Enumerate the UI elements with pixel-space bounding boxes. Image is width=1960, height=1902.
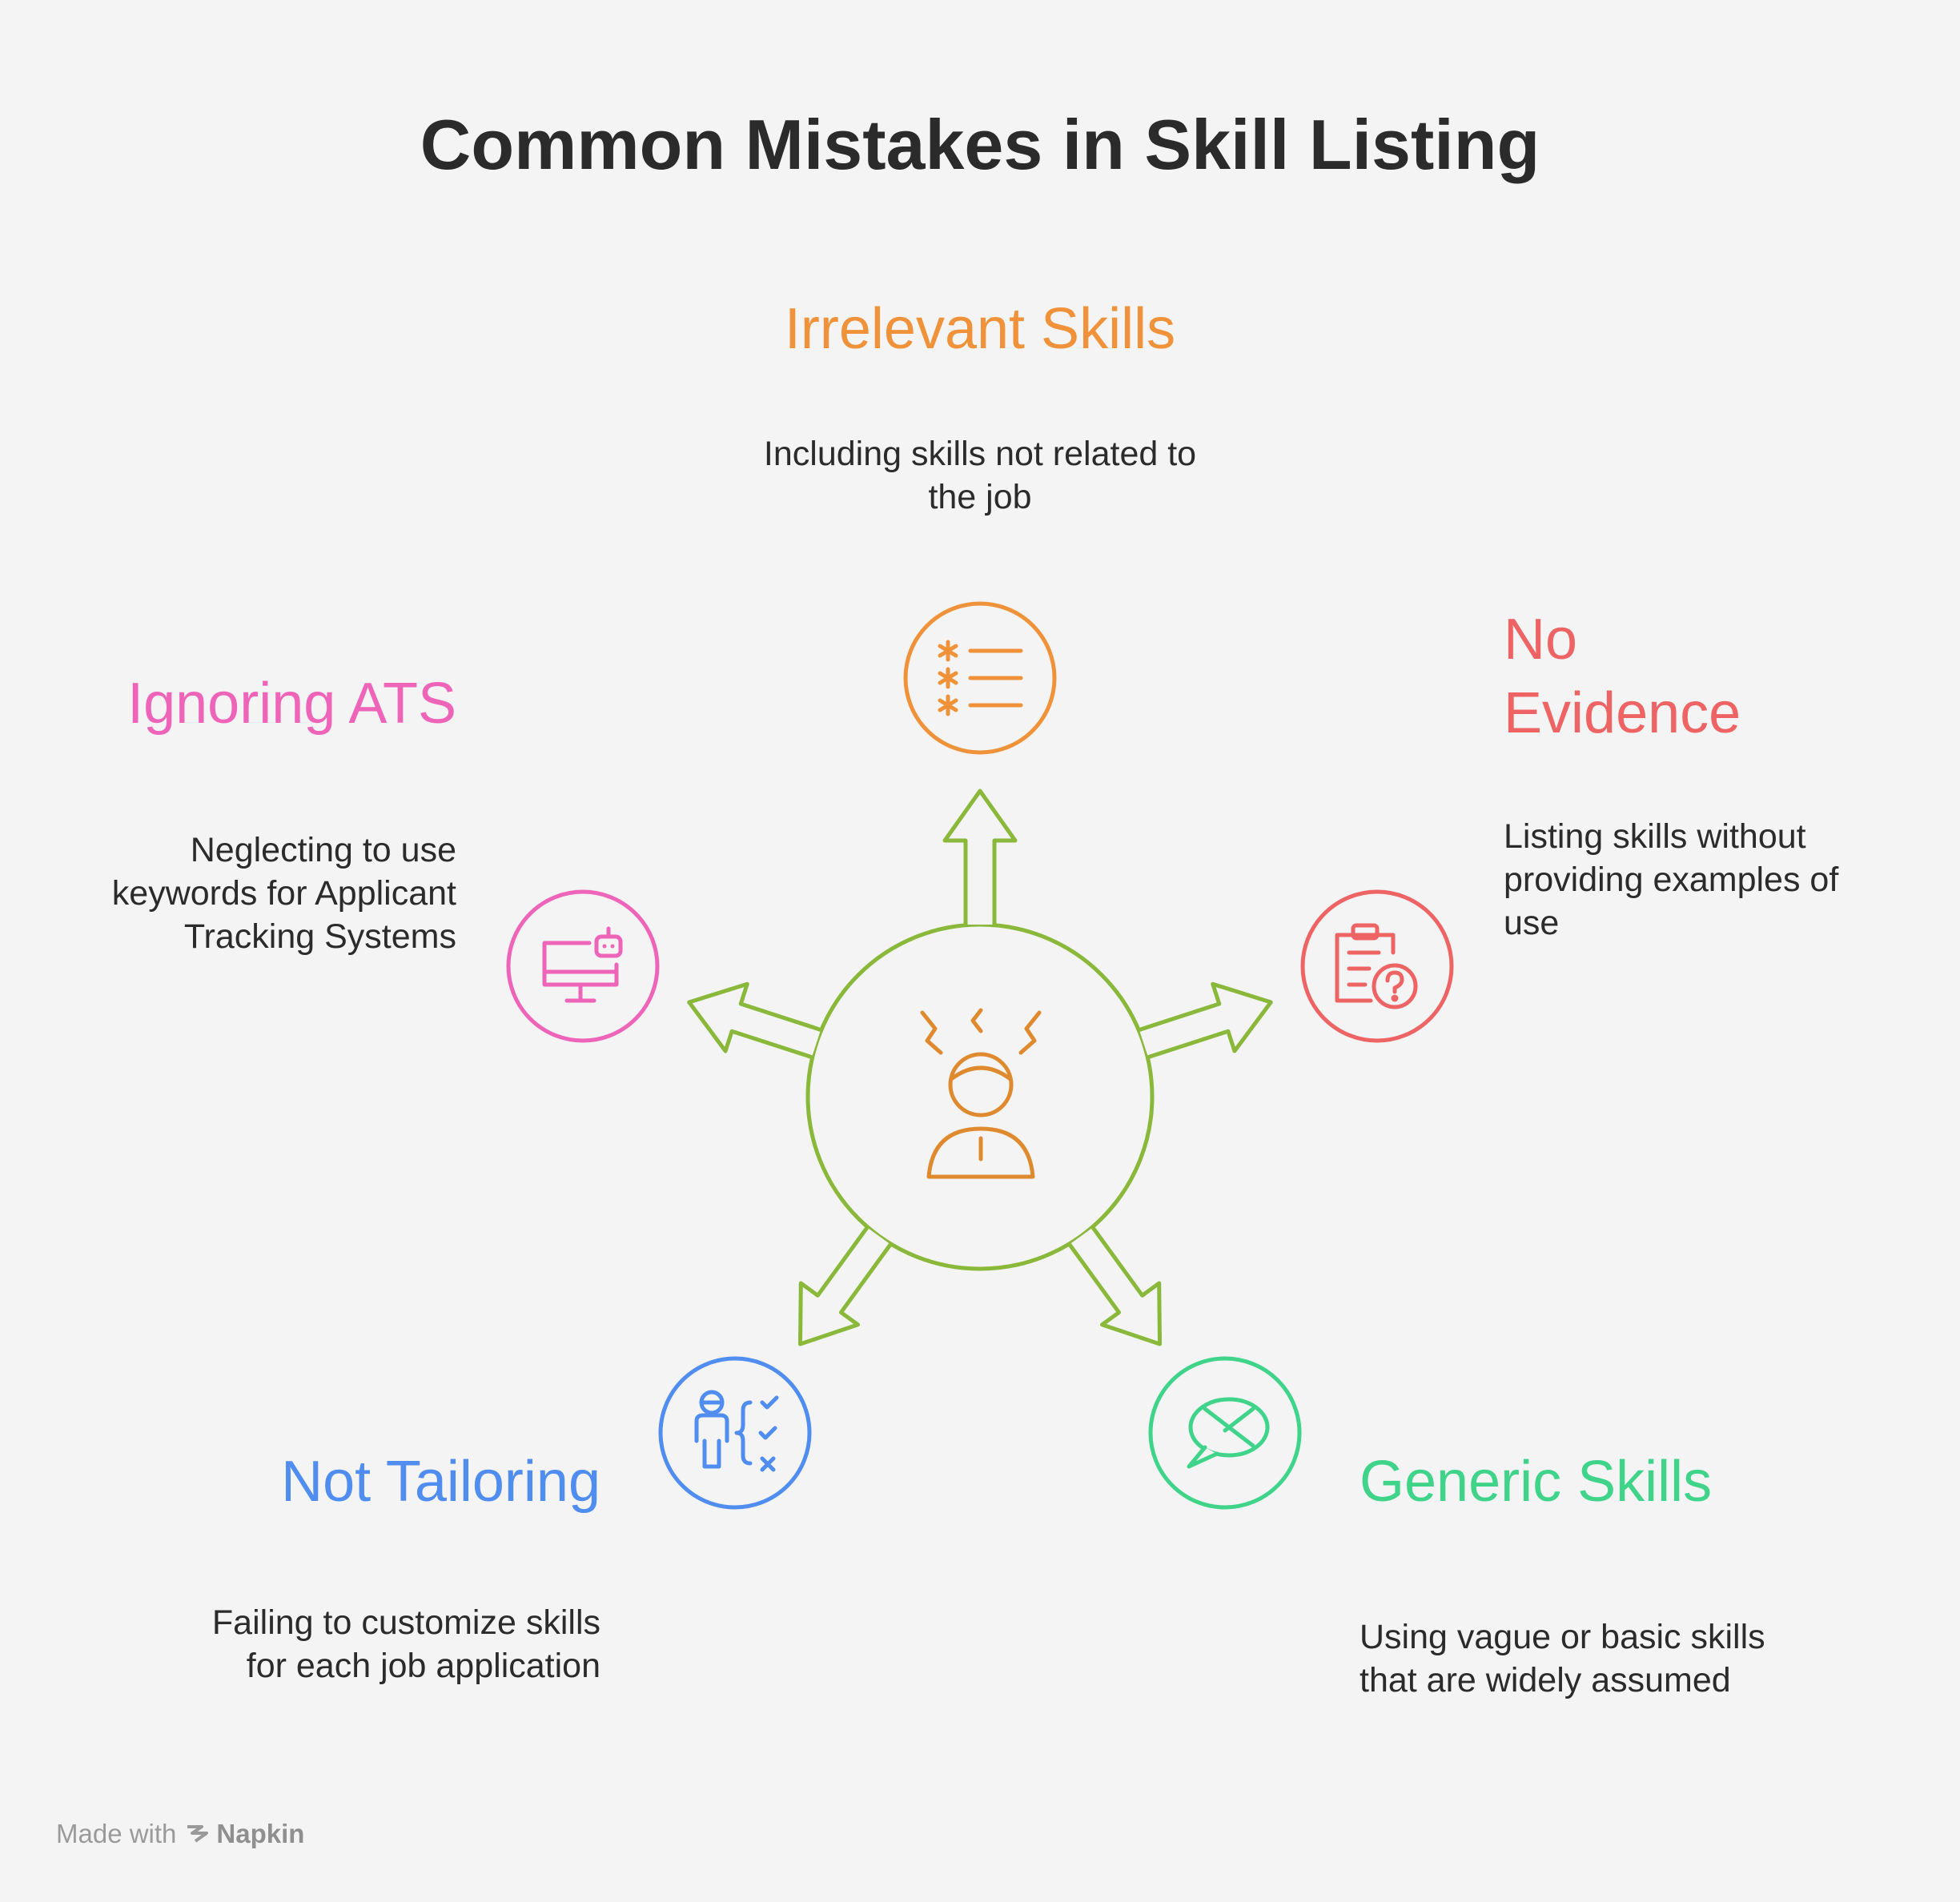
no-evidence-title: No Evidence [1504,608,1741,745]
person-checklist-icon [658,1356,812,1510]
napkin-brand: Napkin [186,1819,304,1849]
chat-cancel-icon [1148,1356,1302,1510]
arrow-left [687,981,821,1060]
ignoring-ats-description: Neglecting to use keywords for Applicant… [111,831,456,956]
clipboard-question-icon [1300,889,1454,1043]
not-tailoring-description: Failing to customize skills for each job… [211,1603,600,1685]
frustrated-person-icon [920,1008,1042,1179]
arrow-up [942,788,1018,925]
asterisk-list-icon [903,601,1057,755]
made-with-label: Made with [56,1819,177,1848]
not-tailoring-title: Not Tailoring [281,1450,600,1514]
irrelevant-skills-description: Including skills not related to the job [763,435,1197,516]
irrelevant-skills-title: Irrelevant Skills [784,297,1176,361]
computer-bot-icon [506,889,660,1043]
generic-skills-title: Generic Skills [1360,1450,1713,1514]
center-hub [687,788,1273,1346]
generic-skills-description: Using vague or basic skills that are wid… [1360,1618,1765,1699]
ignoring-ats-title: Ignoring ATS [127,672,456,736]
arrow-right [1139,981,1273,1060]
no-evidence-description: Listing skills without providing example… [1504,817,1839,942]
footer: Made with Napkin [56,1819,304,1849]
napkin-brand-label: Napkin [216,1819,305,1848]
center-circle [805,922,1155,1271]
page-title: Common Mistakes in Skill Listing [420,105,1540,184]
arrow-lower-left [797,1226,893,1346]
arrow-lower-right [1067,1226,1163,1346]
napkin-logo-icon [187,1825,209,1843]
